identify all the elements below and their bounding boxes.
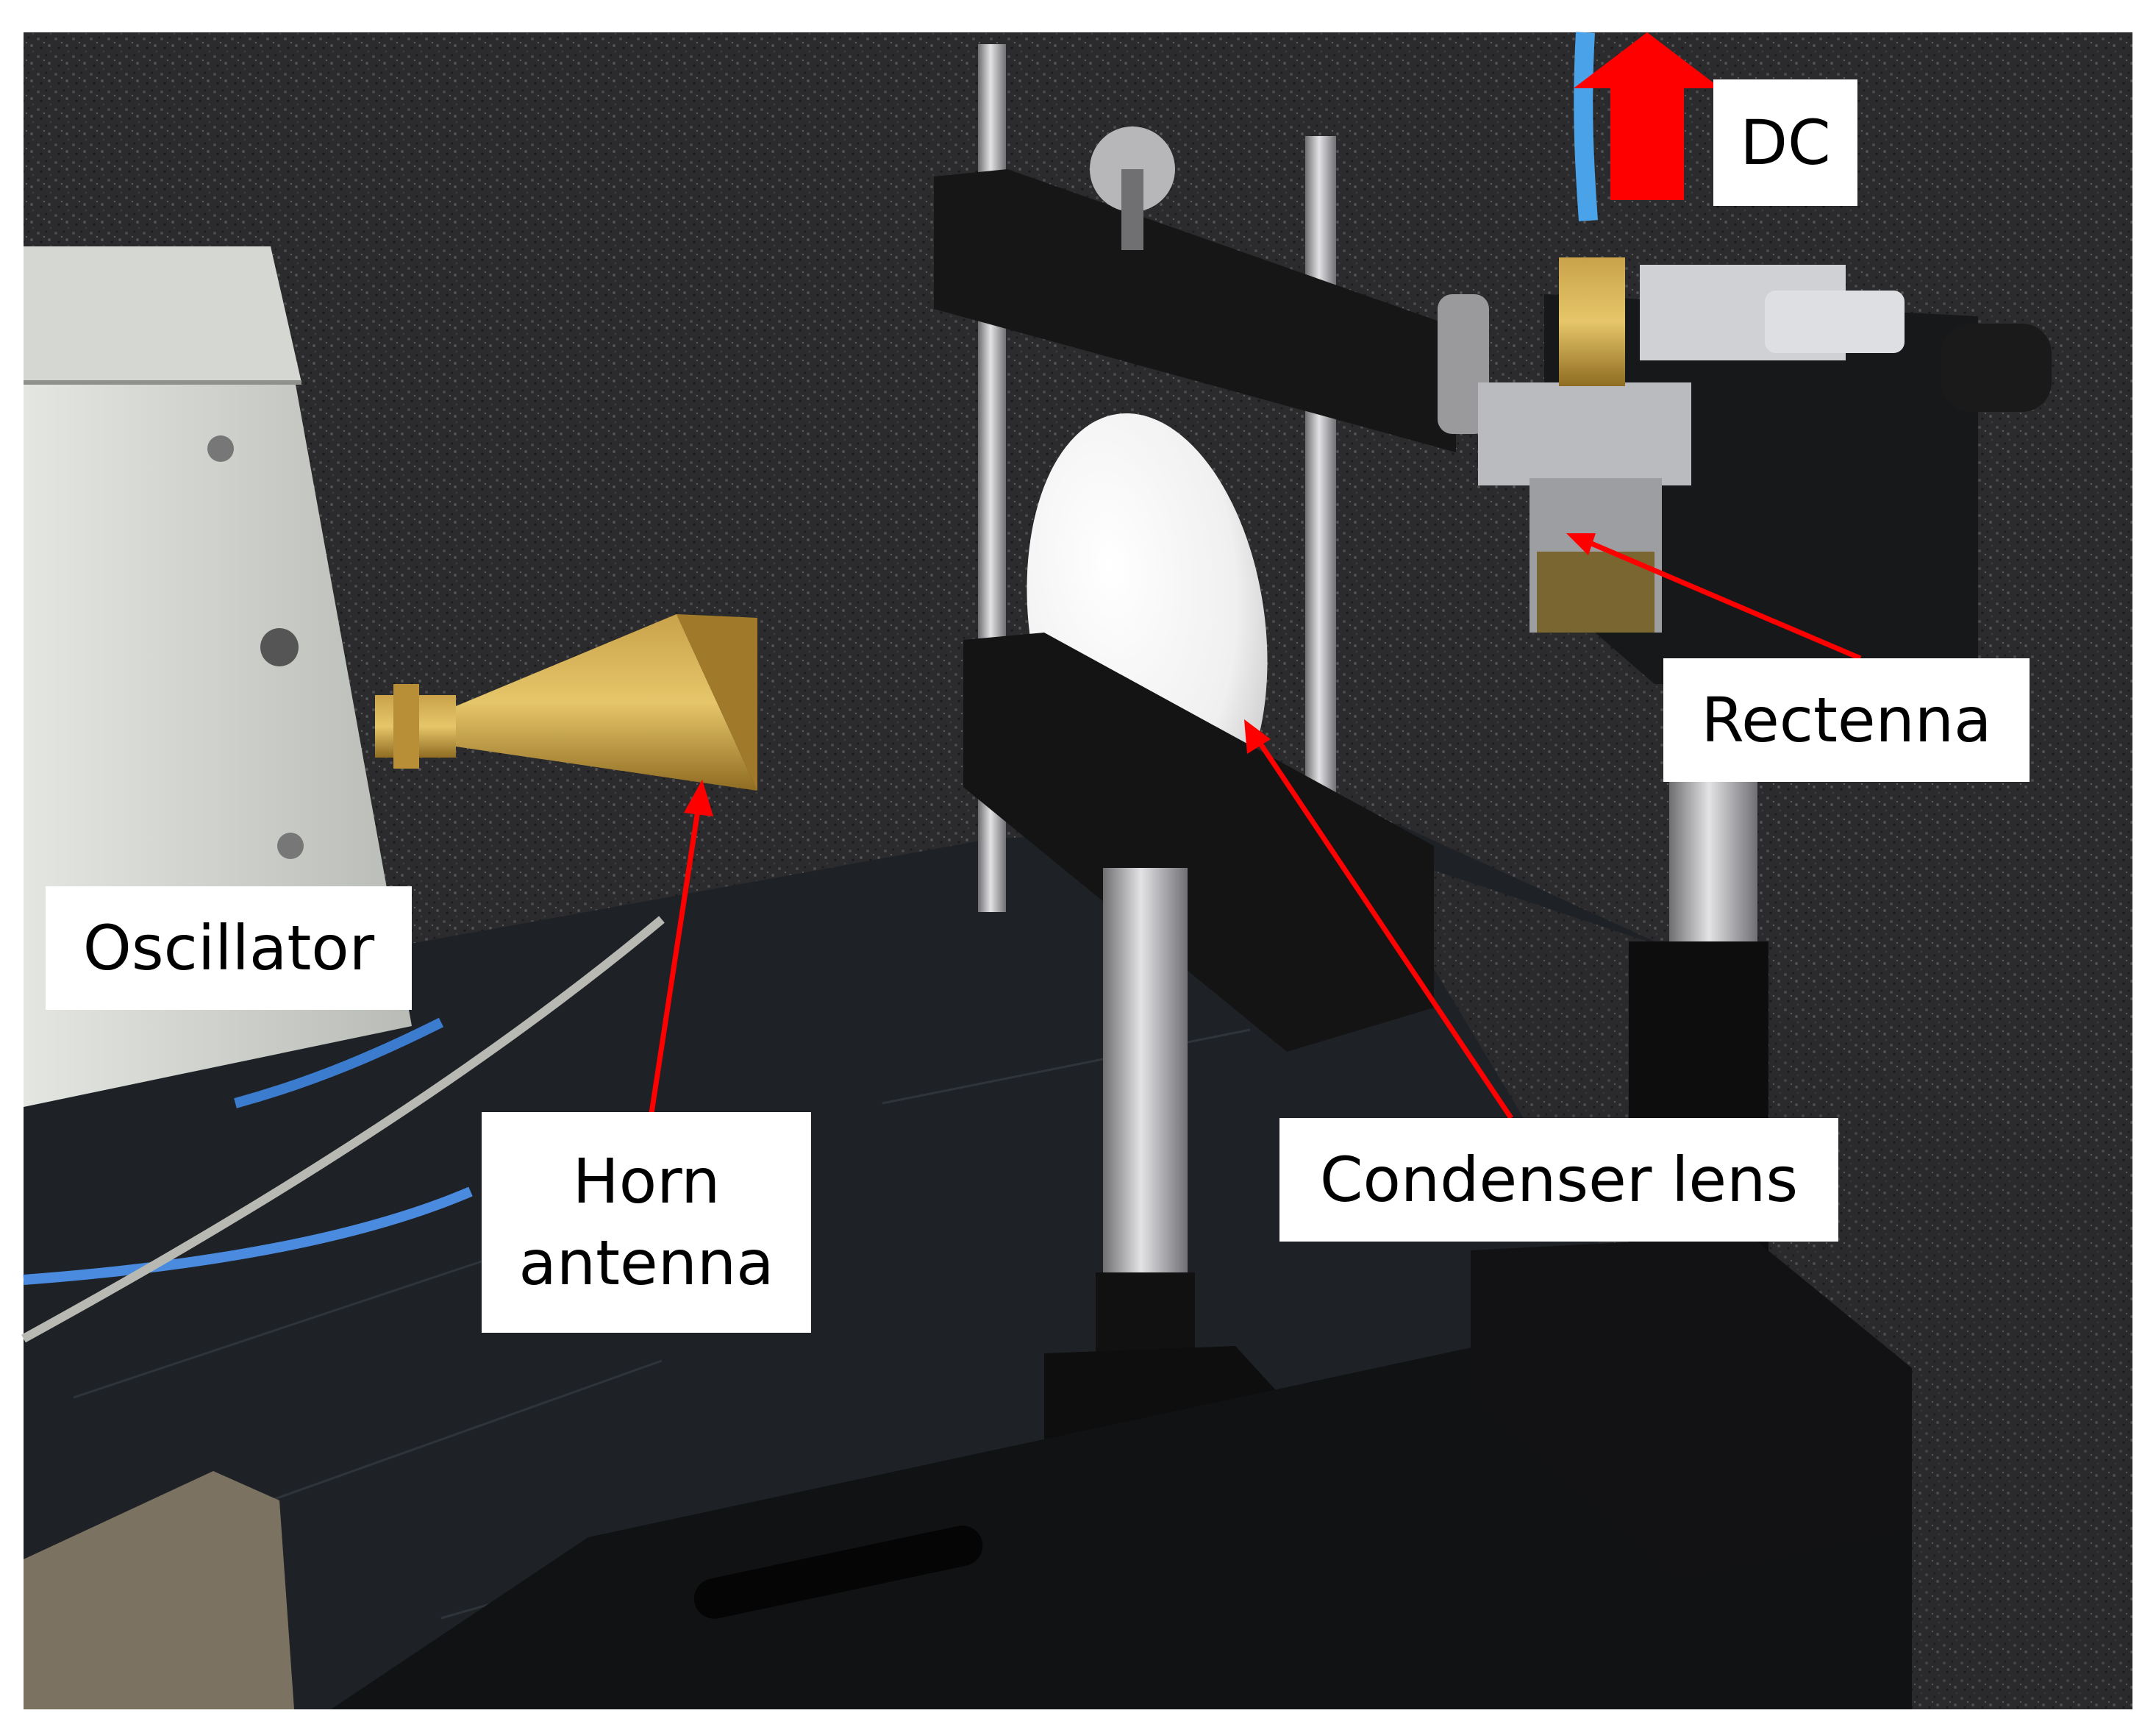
dc-label-text: DC <box>1740 106 1831 179</box>
horn-antenna-label-line2: antenna <box>518 1227 774 1299</box>
rectenna-label-text: Rectenna <box>1701 683 1992 756</box>
dc-label: DC <box>1713 79 1857 206</box>
horn-antenna-label: Horn antenna <box>482 1112 811 1333</box>
oscillator-label: Oscillator <box>46 886 412 1010</box>
rectenna-label: Rectenna <box>1663 658 2030 782</box>
condenser-lens-label: Condenser lens <box>1279 1118 1838 1242</box>
oscillator-label-text: Oscillator <box>82 911 375 984</box>
condenser-lens-label-text: Condenser lens <box>1319 1143 1799 1216</box>
horn-antenna-label-line1: Horn <box>572 1145 721 1218</box>
